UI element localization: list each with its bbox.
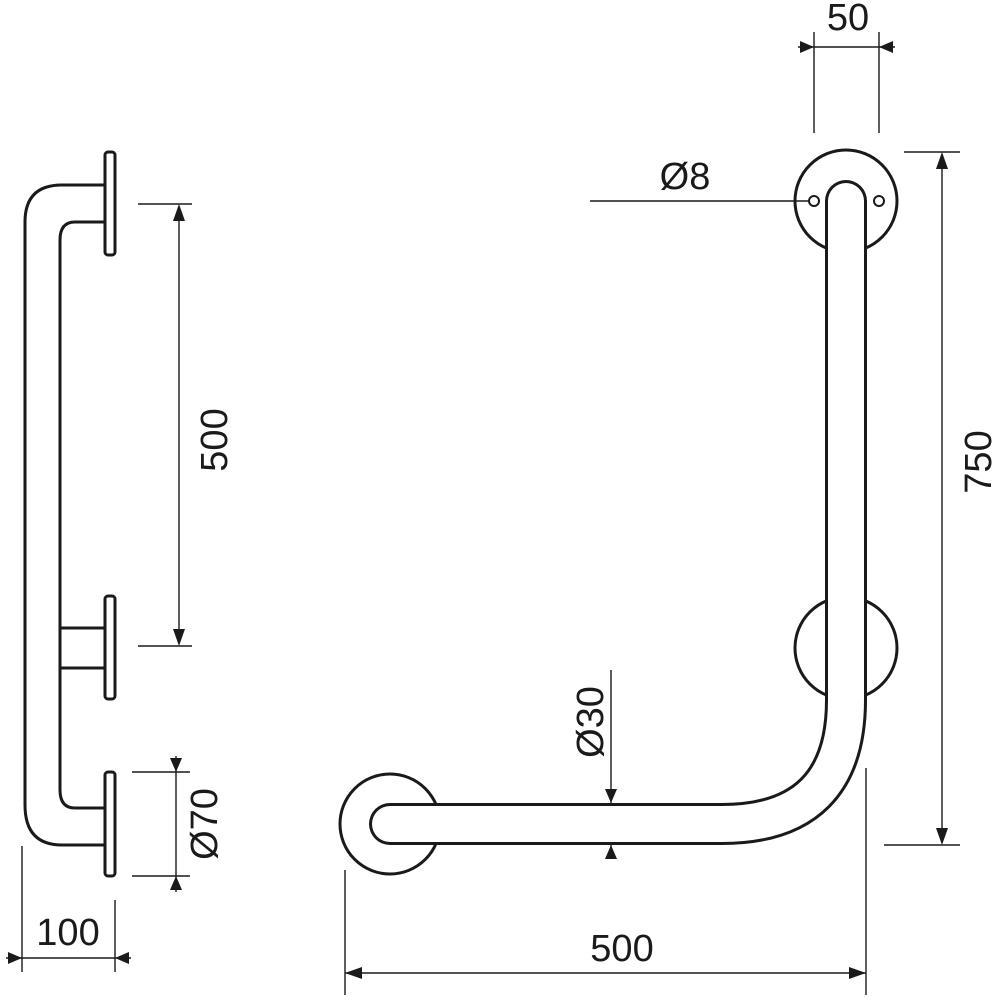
dim-center-spacing: 500 (138, 203, 236, 647)
dim-screw-spacing: 50 (798, 0, 895, 133)
dim-arrow (8, 952, 22, 964)
dim-height: 750 (884, 151, 1000, 846)
dim-arrow (849, 967, 866, 979)
dim-arrow (173, 204, 185, 221)
side-bar-inner-outline (58, 220, 107, 810)
dim-arrow (879, 41, 893, 53)
side-middle-flange (103, 594, 117, 701)
dim-arrow (936, 828, 948, 845)
dim-hole-diameter-label: Ø8 (660, 156, 711, 198)
front-screw-hole-left (808, 195, 820, 207)
dim-projection-label: 100 (36, 912, 99, 954)
front-screw-hole-right (873, 195, 885, 207)
dim-arrow (345, 967, 362, 979)
dim-arrow (173, 629, 185, 646)
dim-flange-diameter: Ø70 (132, 756, 226, 892)
dim-center-spacing-label: 500 (194, 408, 236, 471)
dim-arrow (605, 789, 617, 803)
dim-hole-diameter: Ø8 (590, 156, 809, 202)
side-middle-support-stem (58, 626, 107, 670)
dim-projection: 100 (6, 846, 131, 972)
side-top-flange (103, 150, 117, 257)
dim-arrow (800, 41, 814, 53)
dim-arrow (170, 876, 182, 890)
dim-arrow (115, 952, 129, 964)
dim-screw-spacing-label: 50 (827, 0, 869, 39)
side-bottom-flange (103, 770, 117, 878)
dim-tube-diameter: Ø30 (570, 670, 617, 859)
dim-flange-diameter-label: Ø70 (184, 788, 226, 860)
dim-height-label: 750 (958, 430, 1000, 493)
dim-arrow (936, 152, 948, 169)
side-bar-outer-outline (23, 183, 107, 847)
dim-tube-diameter-label: Ø30 (570, 686, 612, 758)
dim-width-label: 500 (590, 928, 653, 970)
dim-width: 500 (344, 768, 867, 995)
front-view: 50 Ø8 Ø30 750 (338, 0, 1000, 995)
front-tube-outline (369, 180, 867, 845)
front-tube-core (372, 183, 864, 842)
side-view: 500 Ø70 100 (6, 150, 236, 972)
dim-arrow (605, 845, 617, 859)
dim-arrow (170, 758, 182, 772)
